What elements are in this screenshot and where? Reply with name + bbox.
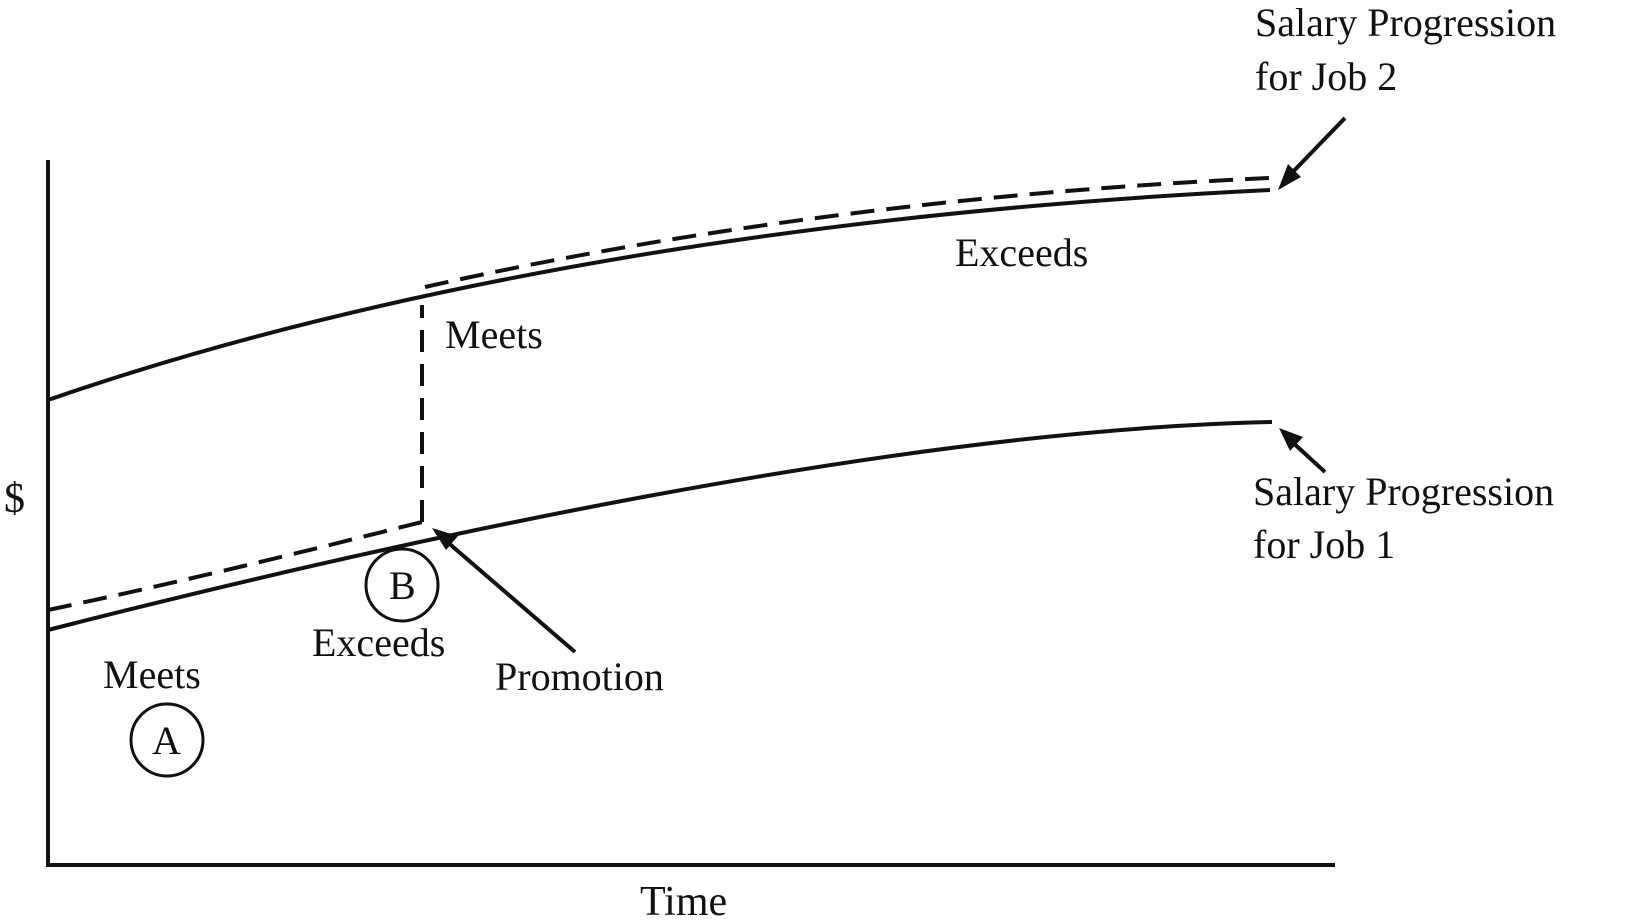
job2-label-arrow bbox=[1283, 116, 1347, 182]
job2-meets-label: Meets bbox=[445, 312, 543, 357]
x-axis-label: Time bbox=[640, 879, 727, 920]
job1-label-line2: for Job 1 bbox=[1253, 522, 1395, 567]
point-a-circle bbox=[129, 702, 205, 778]
job1-arrowhead bbox=[1279, 428, 1303, 451]
y-axis-label: $ bbox=[4, 476, 25, 522]
promotion-arrowhead bbox=[432, 528, 458, 550]
job2-arrowhead bbox=[1278, 164, 1301, 190]
point-b-letter: B bbox=[389, 563, 416, 608]
job1-label-line1: Salary Progression bbox=[1253, 469, 1554, 514]
job2-label-line2: for Job 2 bbox=[1255, 54, 1397, 99]
job2-salary-curve bbox=[47, 188, 1271, 402]
promotion-label: Promotion bbox=[495, 654, 664, 699]
job2-label-line1: Salary Progression bbox=[1255, 0, 1556, 45]
job1-dashed-path bbox=[47, 520, 423, 612]
point-b-exceeds-label: Exceeds bbox=[312, 620, 445, 665]
job2-exceeds-label: Exceeds bbox=[955, 230, 1088, 275]
point-b-circle bbox=[364, 547, 440, 623]
job1-salary-curve bbox=[47, 420, 1273, 632]
point-a-meets-label: Meets bbox=[103, 652, 201, 697]
job1-label-arrow bbox=[1288, 438, 1327, 474]
point-a-letter: A bbox=[152, 718, 181, 763]
promotion-arrow bbox=[443, 538, 577, 654]
job2-dashed-path bbox=[424, 176, 1271, 289]
